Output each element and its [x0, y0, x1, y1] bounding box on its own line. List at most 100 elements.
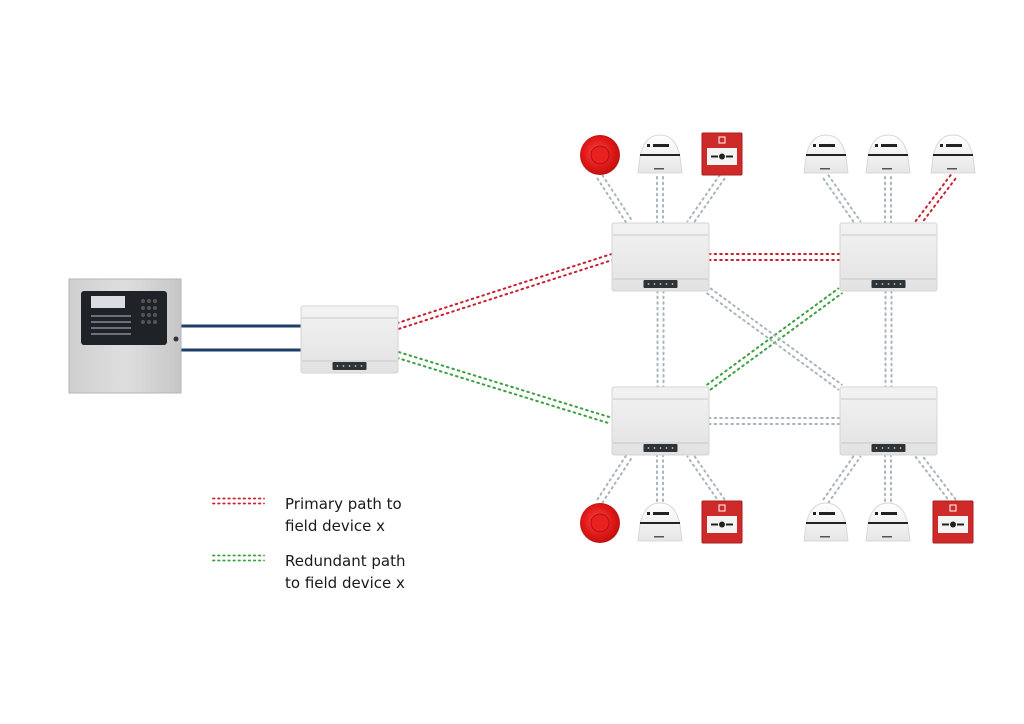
device-link-top-left-2: [686, 174, 726, 226]
control-panel-indicator-row: [91, 315, 131, 317]
fire-symbol-icon: [718, 504, 726, 512]
network-module-tr[interactable]: [839, 222, 938, 292]
legend-label-primary-line2: field device x: [285, 517, 385, 535]
detector-label: [820, 536, 830, 538]
detector-band: [933, 154, 973, 156]
detector-band: [868, 522, 908, 524]
device-link-top-right-1: [884, 176, 892, 224]
module-led: [665, 447, 668, 449]
module-led: [647, 447, 650, 449]
module-led: [659, 447, 662, 449]
detector-band: [868, 154, 908, 156]
smoke-detector-top-right-0[interactable]: [803, 134, 849, 174]
manual-call-point-bottom-right-2[interactable]: [932, 500, 974, 544]
detector-vent: [946, 144, 962, 147]
legend-item-primary: Primary path to field device x: [212, 495, 402, 535]
devices-layer: [580, 132, 976, 544]
control-panel-key: [141, 306, 145, 310]
control-panel-key: [147, 306, 151, 310]
control-panel-lcd: [91, 296, 125, 308]
call-point-button: [719, 521, 725, 528]
smoke-detector-bottom-left-1[interactable]: [637, 502, 683, 542]
trunk-cable: [181, 324, 301, 352]
manual-call-point-bottom-left-2[interactable]: [701, 500, 743, 544]
detector-vent: [819, 144, 835, 147]
control-panel-key: [147, 320, 151, 324]
detector-band: [806, 522, 846, 524]
device-link-top-left-0-strand: [601, 174, 634, 223]
detector-vent: [647, 512, 650, 515]
module-led: [893, 283, 896, 285]
smoke-detector-top-right-1[interactable]: [865, 134, 911, 174]
detector-band: [640, 522, 680, 524]
module-led: [348, 365, 351, 367]
link-node-bl-to-node-tr-strand: [709, 292, 843, 391]
link-node-tl-to-node-bl: [656, 290, 665, 388]
device-link-bottom-right-0-strand: [822, 452, 857, 501]
device-link-bottom-left-0-strand: [596, 452, 629, 501]
device-link-top-left-0: [596, 174, 634, 226]
detector-label: [947, 168, 957, 170]
module-housing: [611, 222, 710, 292]
network-module-bl[interactable]: [611, 386, 710, 456]
module-led: [671, 283, 674, 285]
control-panel-key: [153, 306, 157, 310]
device-link-bottom-left-0: [596, 452, 634, 504]
legend-swatch-redundant: [212, 554, 265, 562]
manual-call-point-top-left-2[interactable]: [701, 132, 743, 176]
detector-vent: [819, 512, 835, 515]
module-led: [881, 283, 884, 285]
module-led: [887, 283, 890, 285]
smoke-detector-top-left-1[interactable]: [637, 134, 683, 174]
loop-module[interactable]: [300, 305, 399, 374]
link-node-tl-to-node-br: [706, 287, 843, 391]
call-point-button: [719, 153, 725, 160]
module-led: [659, 283, 662, 285]
control-panel-key: [147, 299, 151, 303]
module-led: [875, 283, 878, 285]
sounder-center: [590, 513, 610, 533]
link-node-bl-to-node-tr-strand: [706, 287, 840, 386]
device-link-top-left-2-strand: [686, 174, 721, 223]
link-loop-module-to-node-bl-strand: [396, 356, 613, 425]
device-link-bottom-left-1: [656, 454, 664, 502]
smoke-detector-top-right-2[interactable]: [930, 134, 976, 174]
detector-vent: [653, 144, 669, 147]
legend-swatch-primary: [212, 497, 265, 505]
fire-symbol-icon: [949, 504, 957, 512]
detector-vent: [875, 144, 878, 147]
link-node-tl-to-node-br-strand: [706, 292, 840, 391]
network-module-tl[interactable]: [611, 222, 710, 292]
link-loop-module-to-node-tl-strand: [396, 253, 613, 325]
sounder-top-left-0[interactable]: [580, 135, 620, 175]
nodes-layer: [68, 222, 938, 456]
module-led: [671, 447, 674, 449]
fire-alarm-control-panel[interactable]: [68, 278, 182, 394]
fire-symbol-icon: [718, 136, 726, 144]
control-panel-key: [141, 313, 145, 317]
detector-label: [882, 168, 892, 170]
detector-label: [882, 536, 892, 538]
link-loop-module-to-node-bl-strand: [397, 351, 614, 420]
smoke-detector-bottom-right-1[interactable]: [865, 502, 911, 542]
device-link-bottom-right-0-strand: [827, 455, 862, 504]
sounder-center: [590, 145, 610, 165]
link-node-tl-to-node-br-strand: [709, 287, 843, 386]
detector-label: [820, 168, 830, 170]
link-node-bl-to-node-tr: [706, 287, 843, 391]
sounder-bottom-left-0[interactable]: [580, 503, 620, 543]
module-housing: [839, 222, 938, 292]
module-housing: [611, 386, 710, 456]
links-layer: [181, 174, 957, 504]
module-led: [647, 283, 650, 285]
legend: Primary path to field device x Redundant…: [212, 495, 405, 592]
device-link-bottom-left-0-strand: [601, 455, 634, 504]
module-housing: [300, 305, 399, 374]
device-link-top-right-2: [914, 174, 957, 226]
control-panel-lock-icon: [173, 336, 179, 342]
network-module-br[interactable]: [839, 386, 938, 456]
link-node-tl-to-node-tr: [708, 253, 841, 261]
link-node-bl-to-node-br: [708, 417, 841, 425]
smoke-detector-bottom-right-0[interactable]: [803, 502, 849, 542]
